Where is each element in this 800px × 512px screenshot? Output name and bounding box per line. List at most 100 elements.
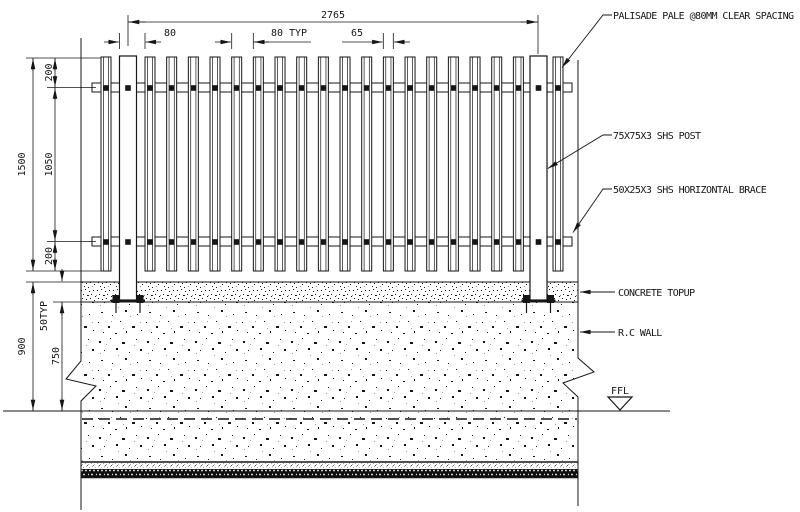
pale-fixing xyxy=(147,85,153,91)
pale-fixing xyxy=(428,85,435,91)
pale-fixing xyxy=(298,239,305,245)
pale-outline xyxy=(166,56,178,272)
pale-fixing xyxy=(255,85,262,91)
anchor-bolt xyxy=(136,295,144,303)
pale-fixing xyxy=(342,239,348,245)
fence-pale xyxy=(512,56,524,272)
pale-fixing xyxy=(320,85,327,91)
pale-outline xyxy=(404,56,416,272)
pale-fixing xyxy=(428,239,435,245)
fence-pale xyxy=(339,56,351,272)
pale-outline xyxy=(187,56,199,272)
pale-outline xyxy=(361,56,373,272)
fence-pale xyxy=(252,56,264,272)
concrete-topup-band xyxy=(81,282,578,302)
fence-pale xyxy=(361,56,373,272)
dim-1500-text: 1500 xyxy=(17,152,28,176)
pale-fixing xyxy=(493,85,500,91)
wall-right-edge-with-break xyxy=(562,60,595,506)
anchor-bolt xyxy=(523,295,530,303)
pale-fixing xyxy=(407,239,413,245)
dim-pale-width-text: 65 xyxy=(351,28,363,39)
pale-fixing xyxy=(450,85,457,91)
pale-outline xyxy=(144,56,156,272)
rc-wall-section xyxy=(65,38,595,510)
pale-fixing xyxy=(515,85,522,91)
dimensions-top: 2765 80 80 TYP 65 xyxy=(104,10,539,54)
pale-fixing xyxy=(168,239,175,245)
ffl-datum-triangle-icon xyxy=(606,396,634,411)
pale-outline xyxy=(100,56,112,272)
pale-fixing xyxy=(385,85,392,91)
pale-fixing xyxy=(277,85,283,91)
topup-annotation: CONCRETE TOPUP xyxy=(618,288,695,299)
annotations-right: PALISADE PALE @80MM CLEAR SPACING 75X75X… xyxy=(547,11,795,339)
pale-fixing xyxy=(103,85,109,91)
ffl-label: FFL xyxy=(611,386,629,397)
fence-pale xyxy=(426,56,438,272)
screed-band xyxy=(81,462,578,469)
fence-pale xyxy=(187,56,199,272)
pale-fixing xyxy=(190,85,197,91)
fence-pale xyxy=(296,56,308,272)
pale-outline xyxy=(426,56,438,272)
pale-fixing xyxy=(472,85,478,91)
pale-fixing xyxy=(385,239,392,245)
post-fixing xyxy=(535,239,542,245)
post-fixing xyxy=(125,85,131,91)
pale-outline xyxy=(339,56,351,272)
fence-pale xyxy=(404,56,416,272)
fence-pale xyxy=(317,56,329,272)
dim-50typ-text: 50TYP xyxy=(39,301,50,331)
fence-pale xyxy=(144,56,156,272)
dim-200-top-text: 200 xyxy=(44,63,55,81)
pale-outline xyxy=(231,56,243,272)
pale-fixing xyxy=(555,239,561,245)
pale-fixing xyxy=(233,239,240,245)
pale-fixing xyxy=(363,85,370,91)
post-fixing xyxy=(535,85,542,91)
fence-pale xyxy=(209,56,221,272)
pale-fixing xyxy=(298,85,305,91)
pale-outline xyxy=(209,56,221,272)
pale-fixing xyxy=(255,239,262,245)
pale-fixing xyxy=(190,239,197,245)
shs-post-right xyxy=(521,55,556,313)
fence-pale xyxy=(100,56,112,272)
leader-line-brace xyxy=(572,188,612,233)
fence-pale xyxy=(274,56,286,272)
waterproofing-band xyxy=(81,469,578,478)
pale-fixing xyxy=(342,85,348,91)
pale-outline xyxy=(317,56,329,272)
pale-outline xyxy=(274,56,286,272)
anchor-bolt xyxy=(112,295,120,303)
post-annotation: 75X75X3 SHS POST xyxy=(613,131,701,142)
wall-left-edge-with-break xyxy=(65,38,97,510)
fence-pale xyxy=(469,56,481,272)
fence-pale xyxy=(491,56,503,272)
pale-outline xyxy=(447,56,459,272)
pale-fixing xyxy=(320,239,327,245)
shs-post-left xyxy=(111,55,145,313)
pale-fixing xyxy=(147,239,153,245)
brace-annotation: 50X25X3 SHS HORIZONTAL BRACE xyxy=(613,185,767,196)
dim-overall-text: 2765 xyxy=(321,10,345,21)
pale-fixing xyxy=(212,85,218,91)
pale-fixing xyxy=(277,239,283,245)
pale-fixing xyxy=(212,239,218,245)
pale-outline xyxy=(512,56,524,272)
pale-outline xyxy=(382,56,394,272)
pale-layer xyxy=(100,56,564,272)
pale-fixing xyxy=(472,239,478,245)
pale-fixing xyxy=(515,239,522,245)
dim-spacing-typ-text: 80 TYP xyxy=(271,28,307,39)
break-mask-left xyxy=(66,361,96,401)
dimensions-left: 1500 200 1050 200 900 50TYP 750 xyxy=(17,57,101,411)
fence-pale xyxy=(382,56,394,272)
fence-pale xyxy=(447,56,459,272)
ffl-datum: FFL xyxy=(3,386,670,412)
rc-wall-body xyxy=(81,302,578,462)
pale-fixing xyxy=(168,85,175,91)
